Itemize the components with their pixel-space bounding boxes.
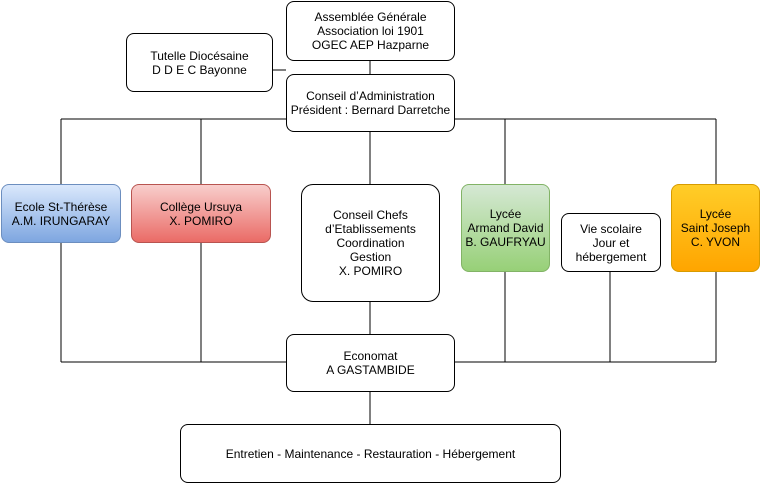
college-line-1: Collège Ursuya [159, 199, 243, 214]
assemblee-generale-box: Assemblée Générale Association loi 1901 … [286, 1, 455, 61]
tutelle-line-1: Tutelle Diocésaine [150, 48, 249, 63]
tutelle-line-2: D D E C Bayonne [152, 62, 247, 77]
vie-scolaire-line-2: Jour et [592, 235, 630, 250]
lycee-joseph-line-3: C. YVON [690, 235, 741, 249]
vie-scolaire-line-3: hébergement [575, 249, 647, 264]
conseil-chefs-line-1: Conseil Chefs [333, 208, 408, 222]
economat-box: Economat A GASTAMBIDE [286, 334, 455, 392]
college-ursuya-box: Collège Ursuya X. POMIRO [131, 184, 271, 243]
entretien-line-1: Entretien - Maintenance - Restauration -… [225, 446, 516, 461]
conseil-chefs-box: Conseil Chefs d’Etablissements Coordinat… [301, 184, 440, 302]
lycee-joseph-line-1: Lycée [699, 207, 732, 221]
vie-scolaire-box: Vie scolaire Jour et hébergement [561, 213, 661, 272]
tutelle-diocesaine-box: Tutelle Diocésaine D D E C Bayonne [126, 33, 273, 92]
lycee-joseph-line-2: Saint Joseph [680, 221, 751, 235]
economat-line-2: A GASTAMBIDE [326, 363, 415, 377]
vie-scolaire-line-1: Vie scolaire [580, 221, 642, 236]
conseil-chefs-line-5: X. POMIRO [338, 264, 403, 278]
assemblee-line-3: OGEC AEP Hazparne [311, 38, 430, 52]
economat-line-1: Economat [343, 349, 398, 363]
conseil-administration-box: Conseil d’Administration Président : Ber… [286, 74, 455, 132]
assemblee-line-1: Assemblée Générale [314, 10, 427, 24]
lycee-saint-joseph-box: Lycée Saint Joseph C. YVON [671, 184, 760, 272]
entretien-box: Entretien - Maintenance - Restauration -… [180, 424, 561, 483]
lycee-armand-line-2: Armand David [467, 221, 544, 235]
lycee-armand-line-1: Lycée [489, 207, 522, 221]
conseil-chefs-line-4: Gestion [349, 250, 392, 264]
ecole-st-therese-box: Ecole St-Thérèse A.M. IRUNGARAY [1, 184, 121, 243]
conseil-chefs-line-2: d’Etablissements [325, 222, 416, 236]
conseil-admin-line-1: Conseil d’Administration [306, 89, 435, 103]
conseil-chefs-line-3: Coordination [336, 236, 405, 250]
assemblee-line-2: Association loi 1901 [317, 24, 424, 38]
ecole-line-2: A.M. IRUNGARAY [11, 213, 111, 228]
conseil-admin-line-2: Président : Bernard Darretche [290, 103, 451, 117]
lycee-armand-david-box: Lycée Armand David B. GAUFRYAU [461, 184, 550, 272]
college-line-2: X. POMIRO [169, 213, 233, 228]
lycee-armand-line-3: B. GAUFRYAU [465, 235, 546, 249]
ecole-line-1: Ecole St-Thérèse [14, 199, 108, 214]
